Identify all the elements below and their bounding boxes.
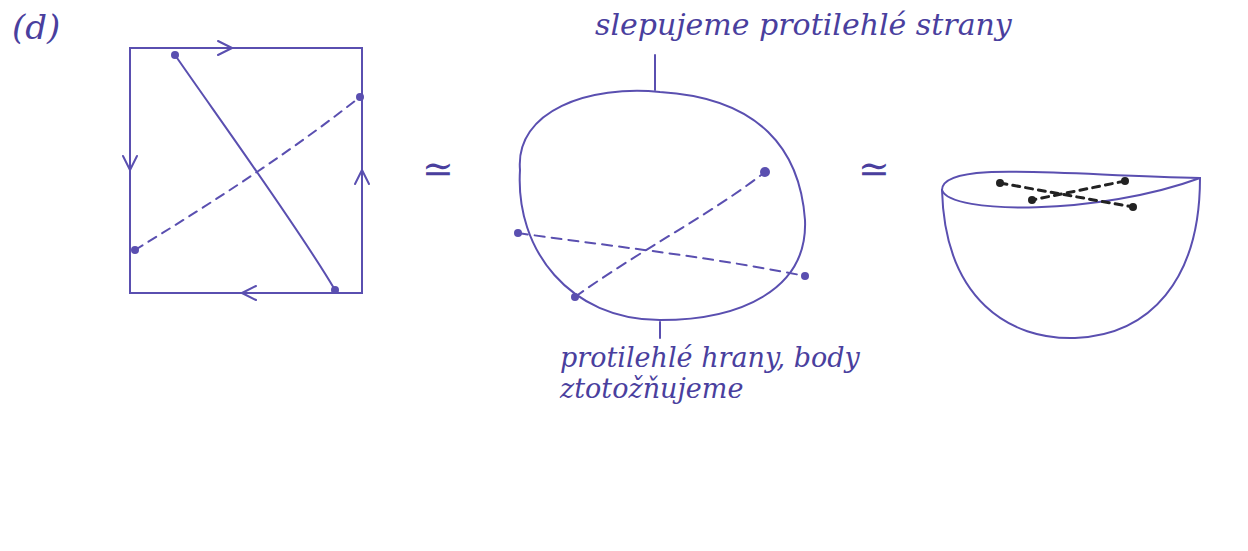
- homeomorphism-symbol: ≃: [422, 148, 454, 192]
- part-label: (d): [12, 8, 60, 47]
- homeomorphism-symbol: ≃: [858, 148, 890, 192]
- note-text: slepujeme protilehlé strany: [595, 8, 1012, 43]
- bowl-figure: [942, 172, 1200, 338]
- disc-figure: [514, 55, 809, 338]
- square-figure: [123, 41, 369, 300]
- note-text: protilehlé hrany, body ztotožňujeme: [560, 342, 860, 404]
